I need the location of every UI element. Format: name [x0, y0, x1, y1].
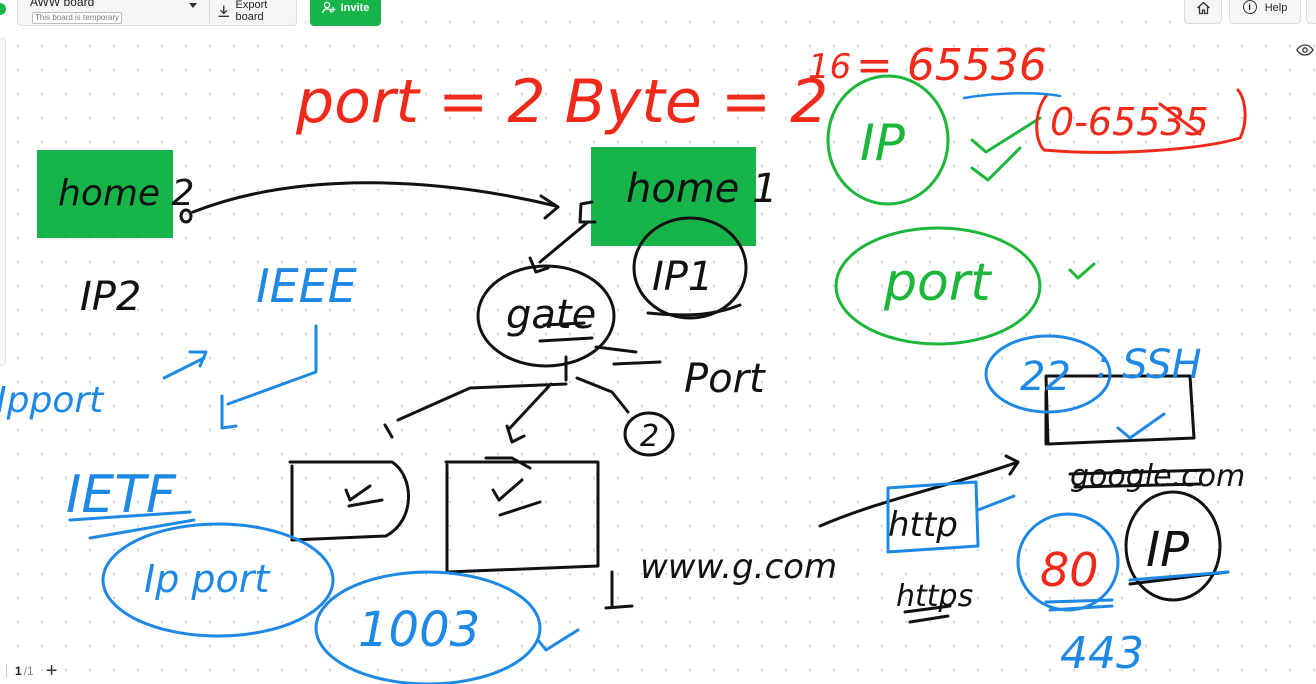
ieee-text: IEEE	[256, 259, 357, 313]
num-1003-check	[536, 628, 580, 652]
num-80-text: 80	[1040, 543, 1099, 597]
ip-green-check	[970, 116, 1042, 182]
ip-port-left-text: Ipport	[0, 380, 105, 421]
ip-green-circle	[826, 74, 950, 206]
toolbar-overflow-button[interactable]	[1306, 0, 1316, 24]
pager-divider	[6, 664, 7, 678]
help-label: Help	[1264, 2, 1288, 14]
ip2-text: IP2	[80, 274, 141, 320]
toolbar-divider	[209, 0, 210, 23]
download-icon	[218, 5, 230, 17]
board-selector[interactable]: AWW board This board is temporary Export…	[17, 0, 297, 26]
ietf-underline	[68, 510, 196, 540]
hand-box-left	[288, 460, 410, 542]
ip-black-text: IP	[1146, 522, 1189, 578]
sticky-note-home-1[interactable]	[591, 147, 756, 246]
ssh-port-text: 22	[1020, 354, 1071, 400]
export-board-button[interactable]: Export board	[218, 0, 296, 23]
status-dot	[0, 3, 6, 15]
ssh-check	[1116, 412, 1166, 440]
page-total: /1	[23, 664, 34, 678]
google-text: google.com	[1070, 459, 1245, 494]
sticky-note-home-2[interactable]	[37, 150, 173, 238]
gate-underline	[538, 321, 594, 343]
port-value-text: = 65536	[856, 40, 1047, 91]
gate-branches	[383, 355, 630, 444]
export-board-label: Export board	[235, 0, 268, 23]
num-80-underline	[1044, 570, 1230, 612]
ip1-text: IP1	[652, 254, 713, 300]
num-1003-circle	[314, 570, 542, 684]
port-range-strike	[1158, 102, 1202, 136]
http-underline	[903, 604, 952, 624]
invite-label: Invite	[340, 2, 370, 14]
ip-port-circle-text: Ip port	[144, 557, 271, 601]
help-button[interactable]: i Help	[1229, 0, 1301, 24]
home1-label: home 1	[626, 166, 778, 212]
http-text: http	[888, 505, 958, 545]
port-formula-text: port = 2 Byte = 2	[295, 67, 828, 137]
invite-button[interactable]: Invite	[310, 0, 381, 26]
port-green-text: port	[883, 253, 992, 313]
chevron-down-icon[interactable]	[189, 3, 197, 8]
port-green-check	[1068, 262, 1096, 280]
port-green-circle	[834, 226, 1042, 346]
check-middle	[491, 478, 542, 517]
www-to-http-line	[818, 454, 1020, 528]
port-range-text: 0-65535	[1050, 100, 1209, 144]
page-current: 1	[15, 664, 22, 678]
line-home1-to-gate	[528, 220, 590, 274]
port-range-bracket	[1035, 88, 1247, 154]
www-text: www.g.com	[640, 547, 837, 587]
www-arrow	[604, 570, 634, 610]
gate-text: gate	[506, 292, 596, 338]
ssh-port-circle	[984, 334, 1112, 414]
check-left	[344, 484, 384, 508]
ietf-text: IETF	[66, 465, 177, 525]
google-strike	[1068, 468, 1212, 489]
info-icon: i	[1242, 0, 1257, 14]
eye-icon[interactable]	[1296, 44, 1314, 56]
add-page-plus-icon[interactable]: +	[45, 660, 58, 682]
num-443-text: 443	[1060, 628, 1144, 679]
home-button[interactable]	[1184, 0, 1222, 24]
ieee-to-ipport-arrow	[220, 324, 318, 430]
port-value-underline	[962, 91, 1062, 100]
arrow-home2-to-home1	[191, 181, 560, 220]
left-tool-panel[interactable]	[0, 38, 6, 366]
board-name: AWW board	[30, 0, 95, 9]
port-2-circle	[623, 411, 675, 457]
board-temporary-badge: This board is temporary	[32, 12, 123, 24]
ip1-underline	[646, 303, 742, 317]
ip-port-circle	[101, 522, 335, 638]
gate-to-port-lines	[594, 345, 662, 366]
connector-dot-home2	[179, 208, 193, 224]
https-text: https	[896, 579, 973, 614]
port-black-text: Port	[684, 356, 766, 402]
num-1003-text: 1003	[358, 602, 480, 658]
gate-circle	[476, 264, 616, 368]
home-icon	[1196, 1, 1210, 15]
page-navigator: 1 /1 +	[0, 658, 57, 684]
add-user-icon	[321, 1, 336, 14]
ssh-text: : SSH	[1096, 342, 1202, 388]
num-2-text: 2	[640, 419, 659, 454]
ip-black-circle	[1124, 490, 1222, 602]
http-box	[886, 480, 1016, 554]
port-exponent-text: 16	[808, 47, 851, 87]
home2-label: home 2	[58, 173, 194, 214]
ieee-arrow-from-ipport	[162, 350, 208, 380]
ssh-box	[1044, 374, 1196, 446]
ip-green-text: IP	[860, 114, 906, 172]
hand-box-middle	[444, 456, 600, 574]
ip1-circle	[632, 216, 748, 320]
